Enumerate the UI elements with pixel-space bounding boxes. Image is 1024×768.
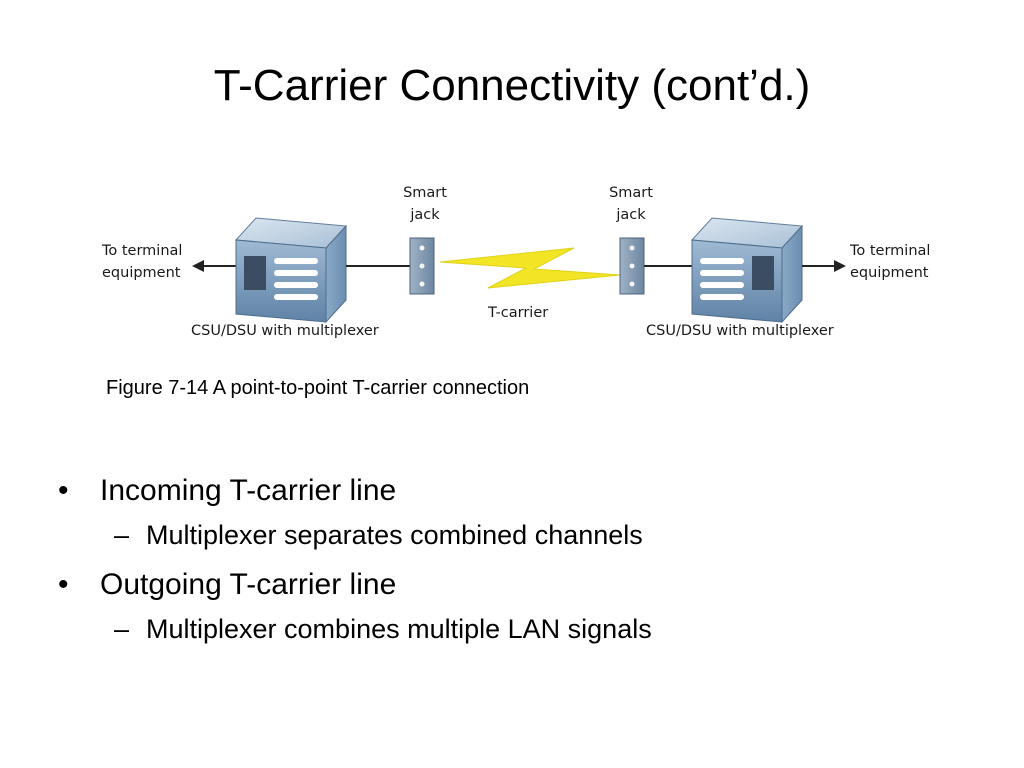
sub-bullet-item: – Multiplexer separates combined channel… bbox=[58, 518, 998, 552]
bullet-item: • Outgoing T-carrier line bbox=[58, 566, 998, 604]
left-csu-dsu-device bbox=[234, 217, 348, 324]
diagram-graphic bbox=[192, 217, 846, 324]
bullet-mark: • bbox=[58, 568, 69, 601]
t-carrier-label: T-carrier bbox=[488, 305, 549, 321]
left-smart-jack bbox=[409, 237, 435, 295]
right-csu-dsu-device bbox=[690, 217, 804, 324]
right-smart-jack-label: Smart jack bbox=[609, 185, 653, 223]
figure-caption: Figure 7-14 A point-to-point T-carrier c… bbox=[106, 377, 530, 399]
sub-bullet-mark: – bbox=[114, 614, 130, 644]
slide-title: T-Carrier Connectivity (cont’d.) bbox=[213, 61, 811, 110]
sub-bullet-text: Multiplexer combines multiple LAN signal… bbox=[146, 614, 652, 644]
sub-bullet-mark: – bbox=[114, 520, 130, 550]
right-arrow bbox=[802, 260, 846, 272]
right-device-label: CSU/DSU with multiplexer bbox=[646, 323, 834, 339]
left-smart-jack-label: Smart jack bbox=[403, 185, 447, 223]
left-device-label: CSU/DSU with multiplexer bbox=[191, 323, 379, 339]
left-terminal-label: To terminal equipment bbox=[102, 243, 183, 281]
bullet-text: Outgoing T-carrier line bbox=[100, 568, 397, 601]
left-arrow bbox=[192, 260, 236, 272]
t-carrier-lightning bbox=[439, 247, 621, 289]
t-carrier-diagram: To terminal equipment To terminal equipm… bbox=[96, 180, 946, 340]
right-smart-jack bbox=[619, 237, 645, 295]
right-terminal-label: To terminal equipment bbox=[850, 243, 931, 281]
bullet-item: • Incoming T-carrier line bbox=[58, 472, 998, 510]
bullet-mark: • bbox=[58, 474, 69, 507]
bullet-list: • Incoming T-carrier line – Multiplexer … bbox=[58, 472, 998, 660]
sub-bullet-text: Multiplexer separates combined channels bbox=[146, 520, 643, 550]
bullet-text: Incoming T-carrier line bbox=[100, 474, 397, 507]
sub-bullet-item: – Multiplexer combines multiple LAN sign… bbox=[58, 612, 998, 646]
